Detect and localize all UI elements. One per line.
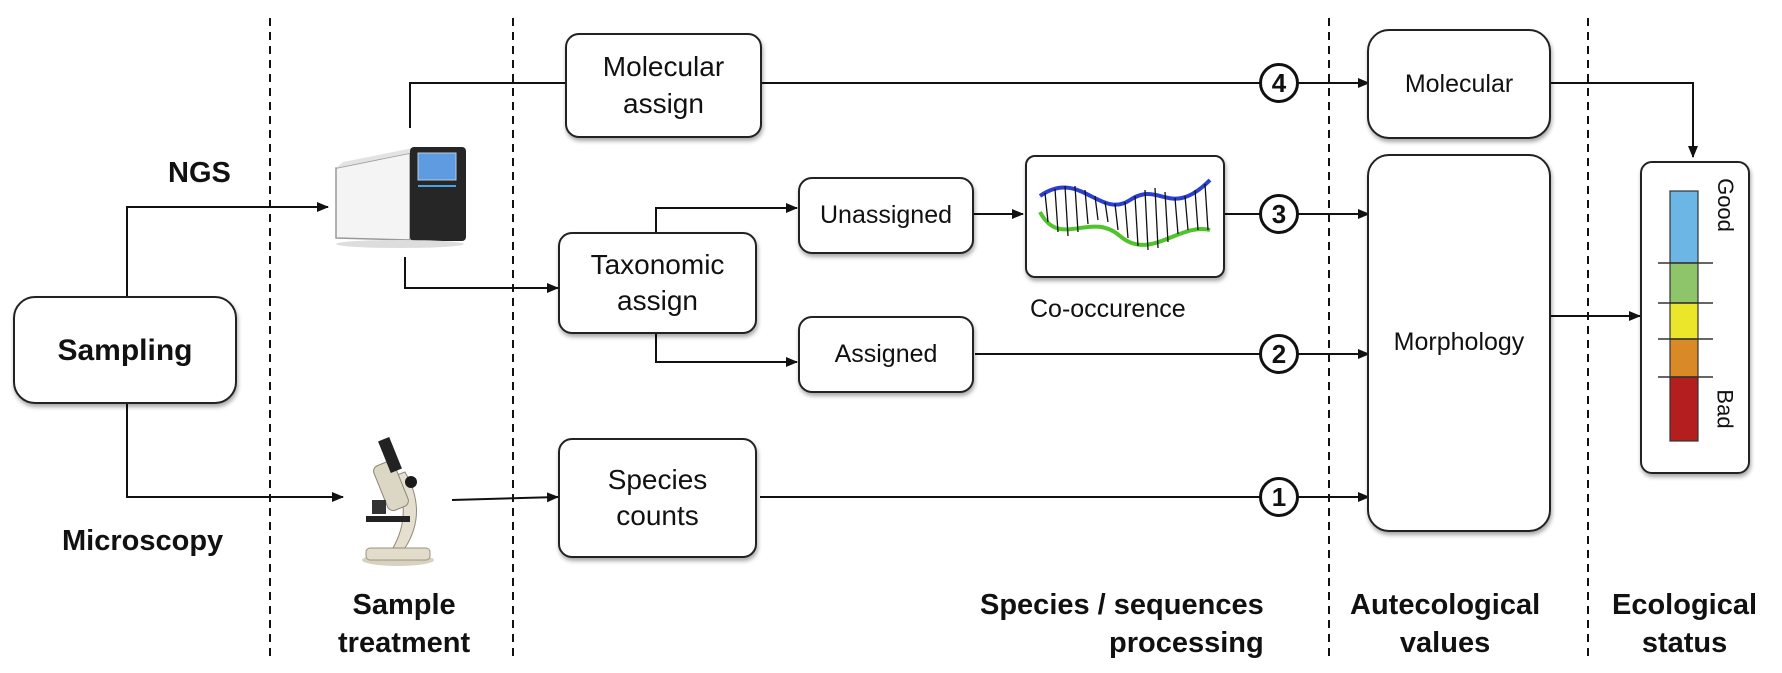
stage-label-autecological: Autecological values	[1350, 589, 1541, 659]
route-number-2: 2	[1259, 334, 1299, 374]
arrow-to-unassigned	[655, 203, 798, 232]
sampling-label: Sampling	[57, 333, 193, 367]
molecular-label: Molecular	[1404, 69, 1514, 98]
status-level-1	[1669, 190, 1699, 264]
cooccurrence-label: Co-occurence	[1030, 295, 1186, 323]
species-counts-box[interactable]: Species counts	[558, 438, 757, 558]
microscope-icon	[362, 436, 434, 566]
morphology-box[interactable]: Morphology	[1367, 154, 1551, 532]
route-number-3: 3	[1259, 194, 1299, 234]
molecular-assign-box[interactable]: Molecular assign	[565, 33, 762, 138]
arrow-sequencer-taxonomic	[404, 257, 559, 293]
stage-separators	[269, 18, 1589, 662]
status-level-4	[1669, 338, 1699, 378]
line-sequencer-molecular-assign	[409, 82, 568, 128]
arrow-microscope-species	[451, 492, 559, 503]
status-gauge-bar	[1658, 190, 1713, 442]
assigned-box[interactable]: Assigned	[798, 316, 974, 393]
molecular-box[interactable]: Molecular	[1367, 29, 1551, 139]
taxonomic-assign-box[interactable]: Taxonomic assign	[558, 232, 757, 334]
arrow-to-assigned	[655, 334, 798, 367]
unassigned-box[interactable]: Unassigned	[798, 177, 974, 254]
stage-label-sample-treatment: Sample treatment	[338, 589, 471, 659]
route-number-1: 1	[1259, 477, 1299, 517]
status-level-5	[1669, 376, 1699, 442]
gauge-label-bad: Bad	[1712, 389, 1738, 429]
microscopy-label: Microscopy	[62, 525, 224, 557]
stage-label-ecological-status: Ecological status	[1612, 589, 1758, 659]
cooccurrence-icon	[1038, 178, 1212, 251]
molecular-assign-label: Molecular assign	[602, 51, 725, 119]
cooccurrence-frame	[1025, 155, 1225, 278]
ecological-status-gauge	[1640, 161, 1750, 474]
arrow-molecular-status	[1550, 82, 1698, 158]
ngs-label: NGS	[168, 157, 231, 189]
taxonomic-assign-label: Taxonomic assign	[590, 248, 725, 316]
arrow-sampling-ngs	[126, 202, 329, 296]
species-counts-label: Species counts	[607, 463, 708, 531]
assigned-label: Assigned	[834, 340, 938, 369]
arrow-sampling-microscope	[126, 401, 344, 502]
route-number-4: 4	[1259, 63, 1299, 103]
unassigned-label: Unassigned	[819, 201, 953, 230]
morphology-label: Morphology	[1393, 328, 1525, 356]
sampling-box[interactable]: Sampling	[13, 296, 237, 404]
sequencer-icon	[335, 147, 466, 248]
gauge-label-good: Good	[1712, 178, 1738, 232]
stage-label-processing: Species / sequences processing	[980, 589, 1264, 659]
